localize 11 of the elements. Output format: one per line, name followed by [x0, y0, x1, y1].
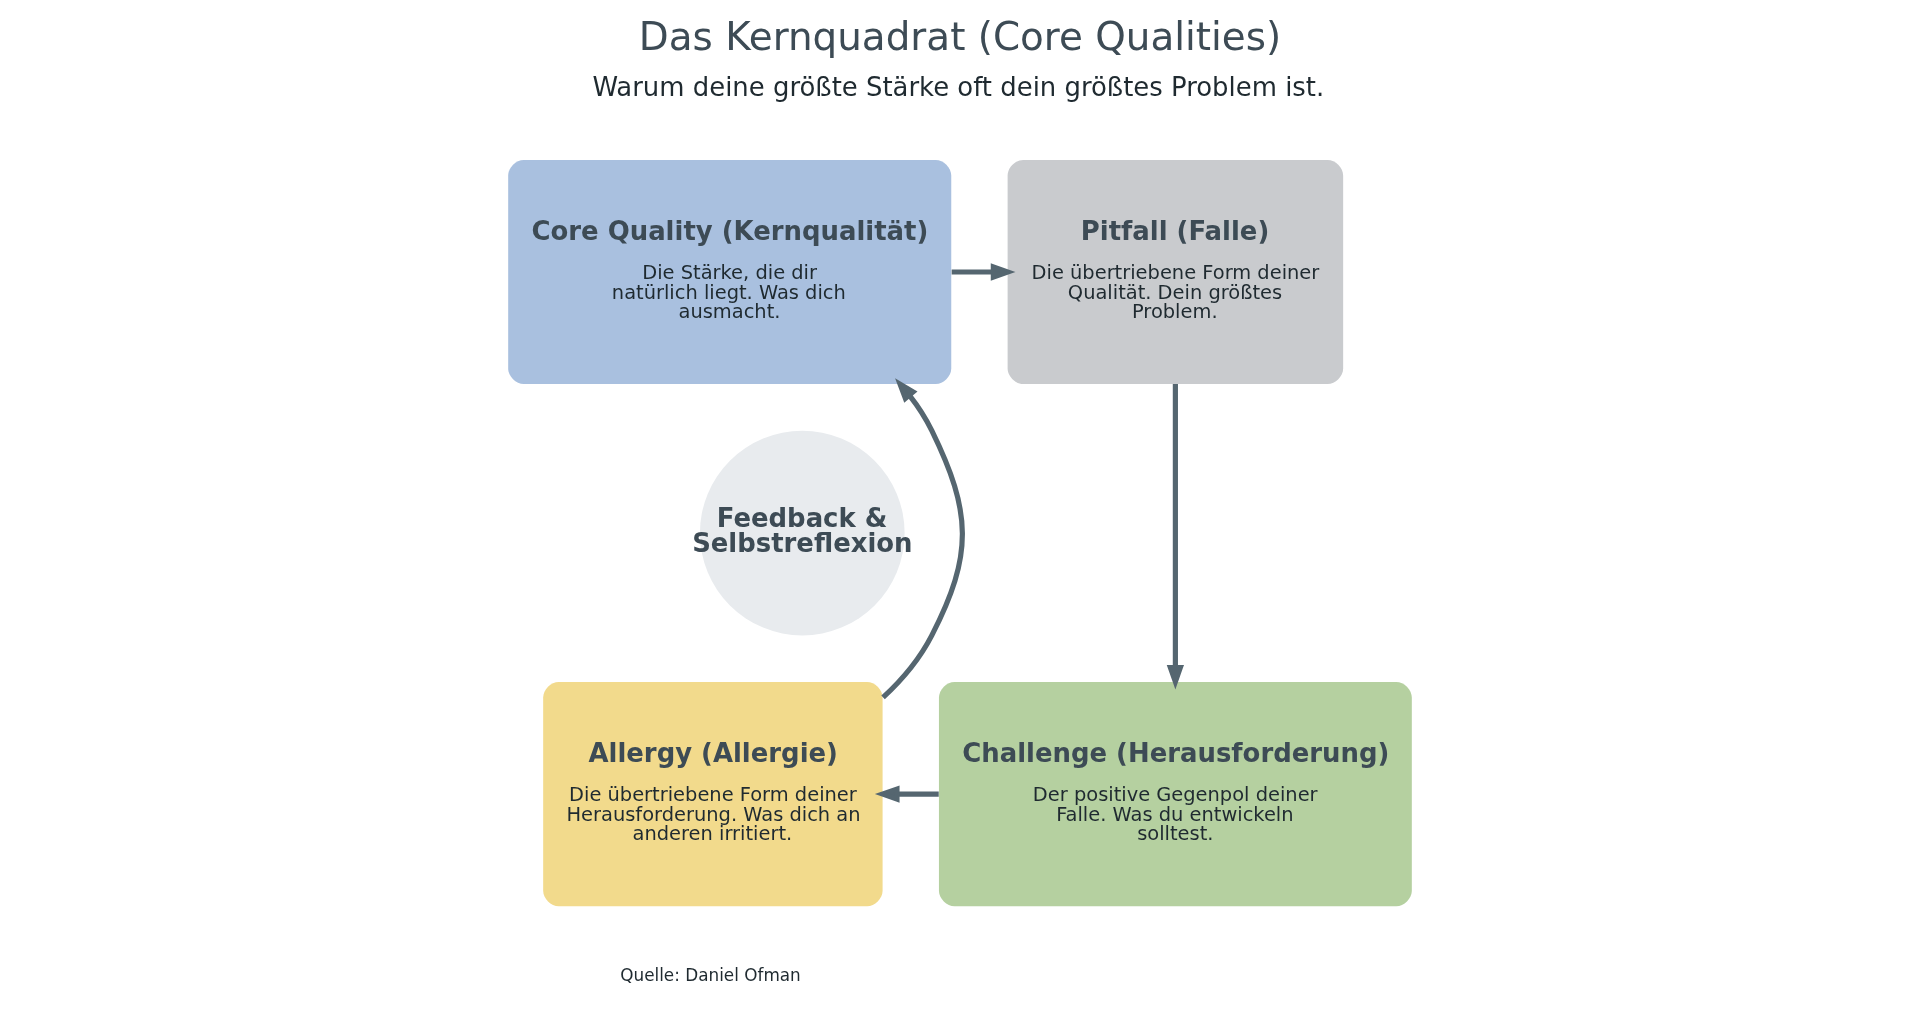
node-box: Challenge (Herausforderung) Der positive Gegenpol deiner Falle. Was du entwickeln solltest.: [938, 682, 1412, 907]
label: Warum deine größte Stärke oft dein größtes Problem ist.: [592, 72, 1325, 103]
arrow: [1166, 384, 1185, 690]
node-box: Core Quality (Kernqualität) Die Stärke, die dir natürlich liegt. Was dich ausmacht.: [508, 159, 952, 385]
node-box: Allergy (Allergie) Die übertriebene Form deiner Herausforderung. Was dich an anderen irritiert.: [543, 682, 883, 907]
label: Quelle: Daniel Ofman: [620, 964, 801, 985]
arrow: [951, 263, 1016, 281]
arrow: [881, 378, 965, 700]
node-box: Pitfall (Falle) Die übertriebene Form deiner Qualität. Dein größtes Problem.: [1007, 159, 1344, 385]
arrow: [874, 785, 939, 803]
diagram-title: Das Kernquadrat (Core Qualities): [638, 13, 1282, 59]
